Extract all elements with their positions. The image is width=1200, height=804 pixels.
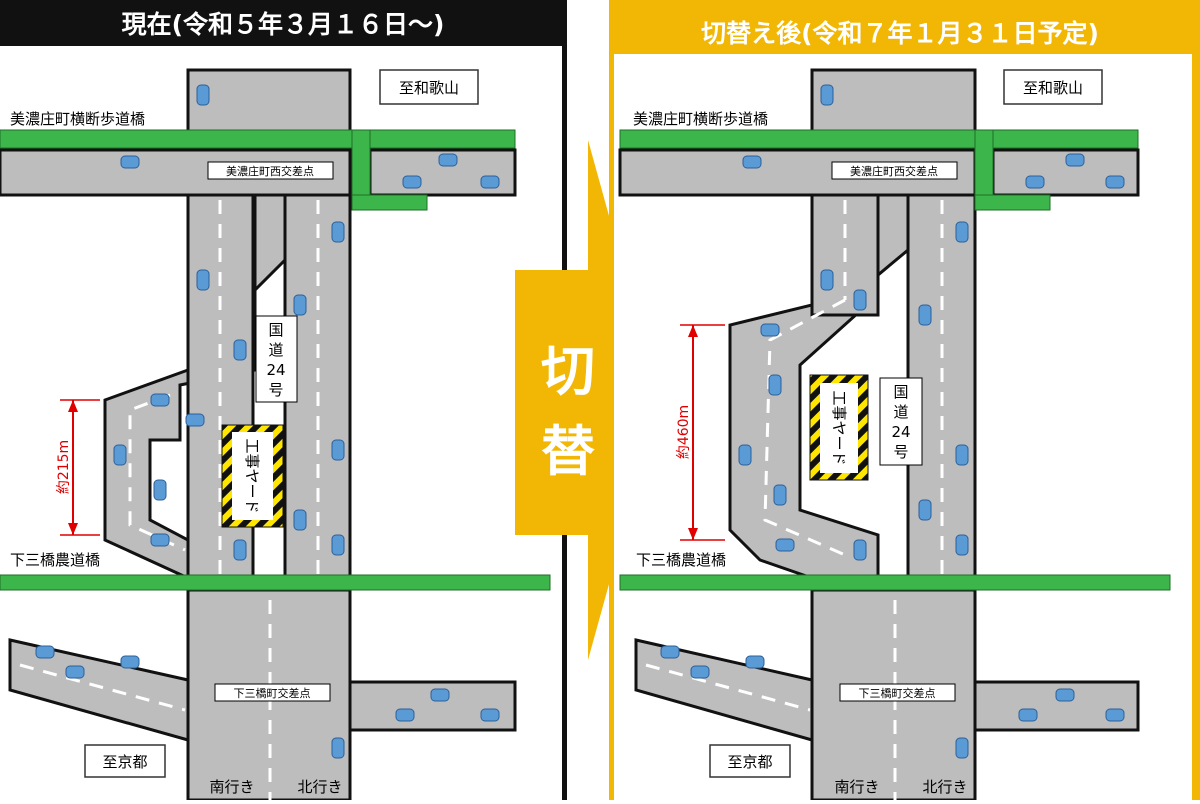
svg-text:国: 国 xyxy=(893,383,908,401)
svg-text:国: 国 xyxy=(268,321,283,339)
bridges xyxy=(0,129,551,591)
destination-south: 至京都 xyxy=(102,753,147,771)
right-panel-title: 切替え後(令和７年１月３１日予定) xyxy=(701,19,1099,48)
construction-yard: 工事ヤード xyxy=(221,424,284,528)
route-24-sign: 国 道 24 号 xyxy=(879,377,923,466)
destination-north: 至和歌山 xyxy=(399,79,459,97)
dimension-line: 約215m xyxy=(56,399,100,536)
intersection-south-label: 下三橋町交差点 xyxy=(859,686,936,700)
length-label: 約215m xyxy=(56,440,72,494)
intersection-north-label: 美濃庄町西交差点 xyxy=(850,164,938,178)
svg-text:道: 道 xyxy=(893,403,908,421)
dimension-line: 約460m xyxy=(676,324,725,541)
arrow-text-1: 切 xyxy=(541,340,595,403)
intersection-north-label: 美濃庄町西交差点 xyxy=(226,164,314,178)
intersection-south-label: 下三橋町交差点 xyxy=(234,686,311,700)
svg-text:工事ヤード: 工事ヤード xyxy=(830,390,848,465)
arrow-text-2: 替 xyxy=(541,420,595,483)
svg-text:24: 24 xyxy=(266,361,285,379)
right-panel: 切替え後(令和７年１月３１日予定) xyxy=(609,0,1200,802)
bridge-north-label: 美濃庄町横断歩道橋 xyxy=(10,110,145,128)
svg-text:工事ヤード: 工事ヤード xyxy=(243,438,261,513)
svg-text:号: 号 xyxy=(893,443,908,461)
bridges xyxy=(619,129,1171,591)
left-panel: 現在(令和５年３月１６日〜) xyxy=(0,0,567,802)
destination-south: 至京都 xyxy=(727,753,772,771)
southbound-label: 南行き xyxy=(834,778,879,796)
svg-text:24: 24 xyxy=(891,423,910,441)
construction-yard: 工事ヤード xyxy=(809,374,869,481)
length-label: 約460m xyxy=(676,405,692,459)
northbound-label: 北行き xyxy=(297,778,342,796)
destination-north: 至和歌山 xyxy=(1023,79,1083,97)
bridge-south-label: 下三橋農道橋 xyxy=(636,551,726,569)
svg-text:道: 道 xyxy=(268,341,283,359)
bridge-north-label: 美濃庄町横断歩道橋 xyxy=(633,110,768,128)
route-24-sign: 国 道 24 号 xyxy=(255,315,298,403)
southbound-label: 南行き xyxy=(209,778,254,796)
northbound-label: 北行き xyxy=(922,778,967,796)
roads xyxy=(618,68,1140,802)
left-panel-title: 現在(令和５年３月１６日〜) xyxy=(122,10,445,39)
bridge-south-label: 下三橋農道橋 xyxy=(10,551,100,569)
svg-text:号: 号 xyxy=(268,381,283,399)
